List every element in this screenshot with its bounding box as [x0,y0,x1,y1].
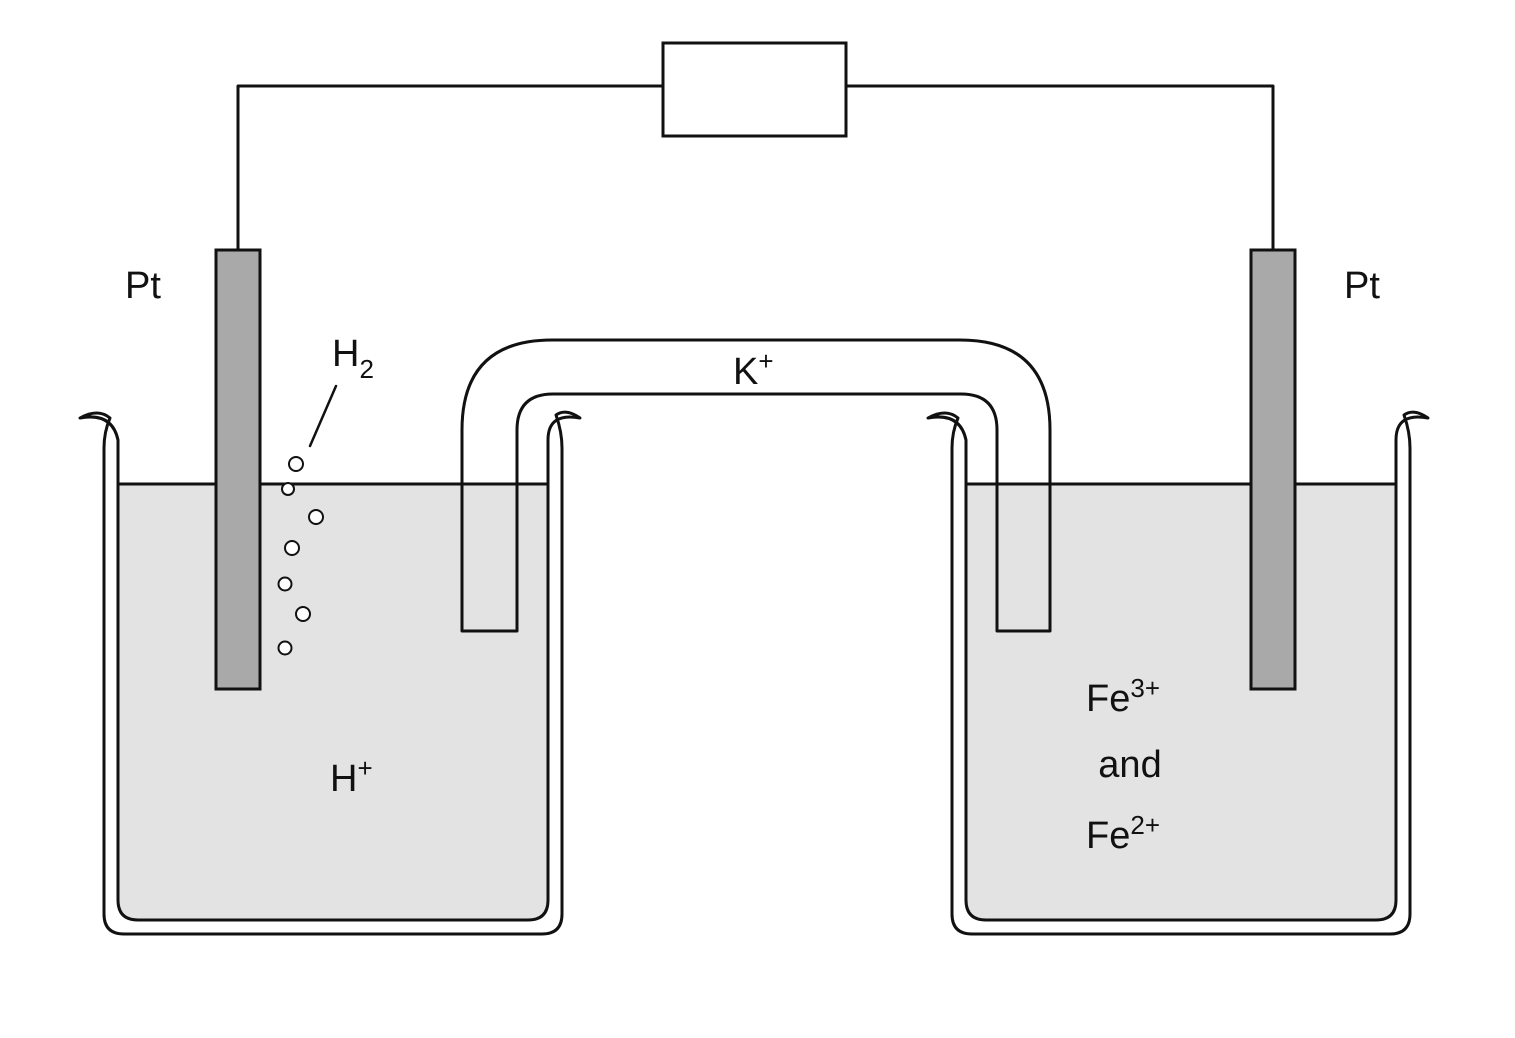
h2-leader-line [308,384,338,448]
h-plus-label-superscript: + [357,753,372,783]
and-label: and [1098,744,1161,786]
fe3-label-base: Fe [1086,678,1130,720]
wire-left [236,84,665,252]
left-solution [118,484,548,920]
right-solution [966,484,1396,920]
left-solution-ion-label: H+ [330,753,373,800]
bubble [284,540,300,556]
external-device-box [661,41,848,138]
bubble [288,456,304,472]
bubble [281,482,295,496]
bubble [308,509,324,525]
fe3-label-superscript: 3+ [1130,673,1160,703]
bubble [295,606,311,622]
h2-label-subscript: 2 [359,354,373,384]
right-beaker-wall [926,410,1430,936]
left-beaker [78,410,582,936]
fe2-label-superscript: 2+ [1130,810,1160,840]
k-label-superscript: + [758,346,773,376]
fe2-label-base: Fe [1086,815,1130,857]
right-pt-electrode [1249,248,1297,691]
bubble [277,576,293,592]
h-plus-label-base: H [330,758,357,800]
fe2-label: Fe2+ [1086,810,1160,857]
bubble [277,640,293,656]
fe3-label: Fe3+ [1086,673,1160,720]
k-label-base: K [733,351,758,393]
salt-bridge [460,338,1052,633]
salt-bridge-ion-label: K+ [733,346,774,393]
wire-right [844,84,1275,252]
right-electrode-label: Pt [1344,265,1380,307]
hydrogen-bubbles [277,456,324,656]
left-electrode-label: Pt [125,265,161,307]
h2-label: H2 [332,333,374,384]
right-beaker [926,410,1430,936]
left-beaker-wall [78,410,582,936]
left-pt-electrode [214,248,262,691]
external-circuit [236,41,1275,252]
h2-label-base: H [332,333,359,375]
